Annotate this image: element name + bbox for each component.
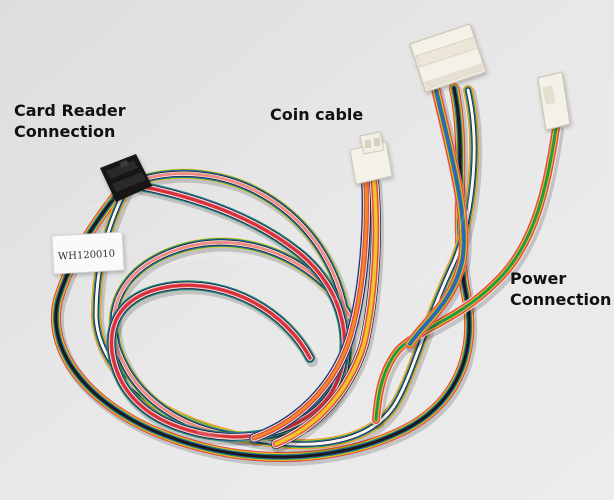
card-reader-label: Card Reader Connection: [14, 100, 126, 142]
wire-strand-7-6: [374, 126, 558, 422]
wire-strand-6-6: [274, 180, 378, 446]
power-connector: [537, 71, 571, 131]
wire-strand-4-6: [109, 184, 347, 439]
wire-highlight-1: [85, 194, 143, 211]
wire-strand-5-6: [252, 180, 368, 440]
wire-highlight-2: [115, 254, 337, 301]
wire-strand-8-6: [408, 88, 466, 346]
power-label-line-2: Connection: [510, 290, 612, 309]
card-reader-label-line-2: Connection: [14, 122, 116, 141]
card-reader-connector: [100, 154, 152, 202]
card-reader-label-line-1: Card Reader: [14, 101, 126, 120]
wire-tag: WH120010: [51, 231, 125, 275]
coin-connector: [349, 131, 393, 185]
power-label-line-1: Power: [510, 269, 567, 288]
coin-cable-label: Coin cable: [270, 105, 364, 124]
wire-bundle: [50, 83, 564, 466]
tag-label: WH120010: [58, 249, 116, 263]
wire-highlight-3: [197, 397, 373, 442]
wire-highlight-4: [419, 175, 473, 287]
top-main-connector: [409, 23, 487, 93]
power-connection-label: Power Connection: [510, 268, 611, 310]
